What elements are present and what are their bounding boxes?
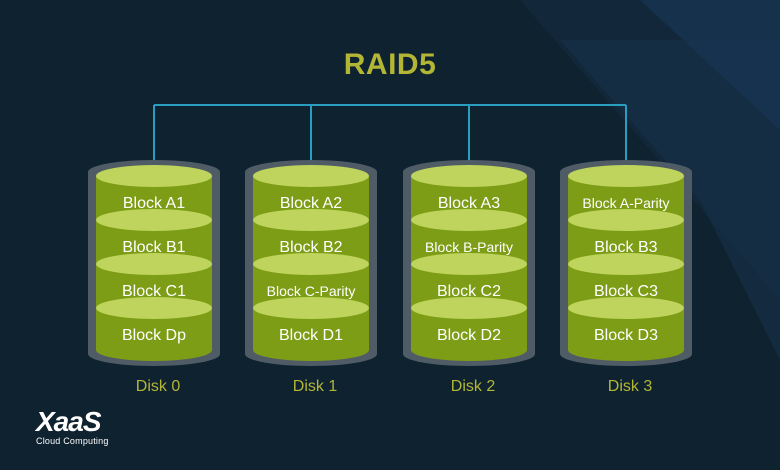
block-top (568, 297, 684, 319)
block-label: Block C1 (122, 283, 186, 300)
block-label: Block D2 (437, 327, 501, 344)
block-top (568, 165, 684, 187)
block-top (568, 209, 684, 231)
background-shape (640, 0, 780, 130)
block-label: Block C-Parity (267, 283, 356, 299)
block: Block D3 (568, 297, 684, 361)
block-top (411, 297, 527, 319)
block: Block Dp (96, 297, 212, 361)
block-top (411, 209, 527, 231)
block-top (96, 297, 212, 319)
block-label: Block B1 (122, 239, 185, 256)
block-body (411, 308, 527, 361)
block-top (411, 165, 527, 187)
block-label: Block B3 (594, 239, 657, 256)
block-label: Block C3 (594, 283, 658, 300)
block-top (568, 253, 684, 275)
background-shape (560, 40, 780, 360)
disk-label-3: Disk 3 (607, 378, 653, 395)
disk-group: Block A1 Block B1 Block C1 Block Dp Block A2… (88, 160, 692, 366)
block-top (253, 209, 369, 231)
block-top (96, 253, 212, 275)
block-label: Block D1 (279, 327, 343, 344)
connector-lines (153, 104, 627, 182)
diagram-title: RAID5 (343, 48, 437, 81)
logo-wordmark: XaaS (36, 406, 101, 437)
block-top (253, 165, 369, 187)
block-top (411, 253, 527, 275)
block-label: Block C2 (437, 283, 501, 300)
logo-tagline: Cloud Computing (36, 436, 109, 446)
block-label: Block A2 (280, 195, 342, 212)
xaas-logo: XaaS Cloud Computing (36, 406, 109, 447)
disk-label-0: Disk 0 (135, 378, 181, 395)
disk-0: Block A1 Block B1 Block C1 Block Dp (88, 160, 220, 366)
block-top (96, 165, 212, 187)
block-body (568, 308, 684, 361)
block-label: Block Dp (122, 327, 186, 344)
block-top (96, 209, 212, 231)
background-decoration (520, 0, 780, 360)
block-top (253, 297, 369, 319)
block-label: Block A1 (123, 195, 185, 212)
block: Block D1 (253, 297, 369, 361)
block-label: Block A-Parity (582, 195, 669, 211)
block: Block D2 (411, 297, 527, 361)
block-label: Block B-Parity (425, 239, 513, 255)
block-label: Block B2 (279, 239, 342, 256)
block-body (96, 308, 212, 361)
block-top (253, 253, 369, 275)
disk-label-1: Disk 1 (292, 378, 338, 395)
disk-label-2: Disk 2 (450, 378, 496, 395)
block-label: Block A3 (438, 195, 500, 212)
block-label: Block D3 (594, 327, 658, 344)
block-body (253, 308, 369, 361)
